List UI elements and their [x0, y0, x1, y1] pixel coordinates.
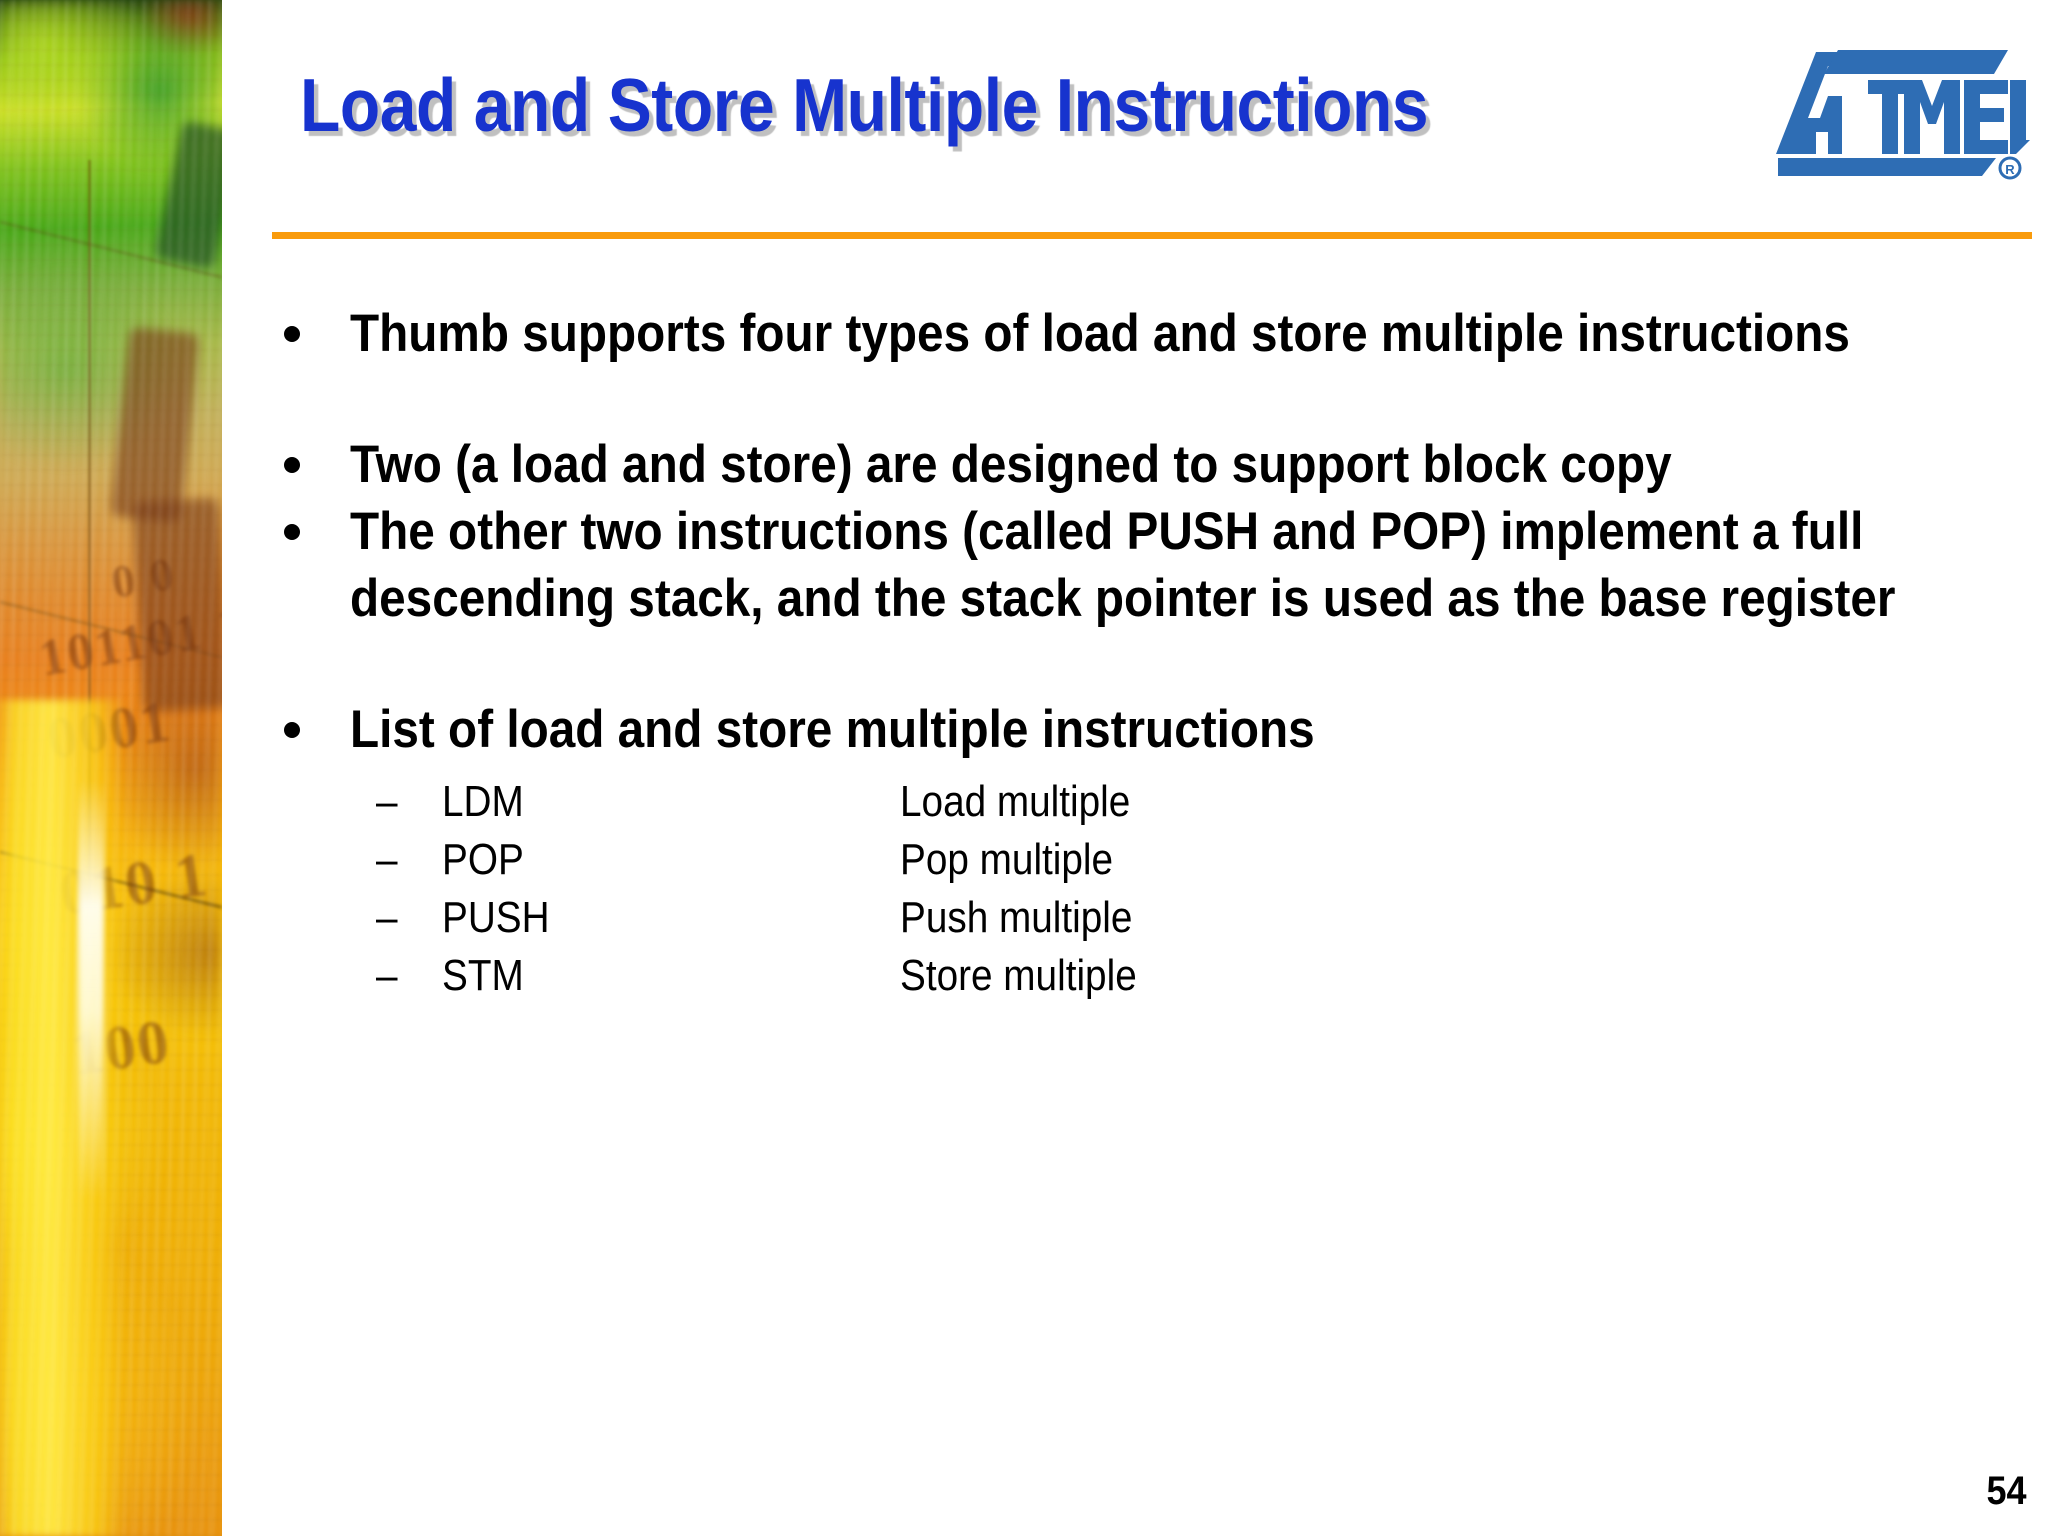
- strip-yellow-ribbon: [0, 700, 125, 1536]
- spacer: [272, 367, 2032, 431]
- instruction-mnemonic: LDM: [442, 777, 524, 826]
- bullet-text: Thumb supports four types of load and st…: [350, 304, 1850, 363]
- instruction-row: – PUSH Push multiple: [272, 889, 2032, 947]
- instruction-list: – LDM Load multiple – POP Pop multiple –…: [272, 773, 2032, 1005]
- instruction-mnemonic: POP: [442, 835, 524, 884]
- bullet-item: Two (a load and store) are designed to s…: [272, 431, 2032, 498]
- atmel-logo: R: [1772, 44, 2030, 180]
- bullet-text: The other two instructions (called PUSH …: [350, 502, 1896, 628]
- slide-body: Thumb supports four types of load and st…: [272, 300, 2032, 1005]
- bullet-text: Two (a load and store) are designed to s…: [350, 435, 1672, 494]
- bullet-text: List of load and store multiple instruct…: [350, 700, 1315, 759]
- strip-streak-texture: [0, 0, 222, 1536]
- decorative-photo-strip: 0 0 101101 1001 0001 010 1 100: [0, 0, 222, 1536]
- instruction-mnemonic: PUSH: [442, 893, 550, 942]
- bullet-item: Thumb supports four types of load and st…: [272, 300, 2032, 367]
- dash-marker: –: [376, 951, 398, 1000]
- bullet-dot-icon: [284, 524, 300, 540]
- strip-scribe-line: [88, 160, 91, 920]
- title-divider-rule: [272, 232, 2032, 239]
- instruction-description: Pop multiple: [900, 835, 1114, 884]
- instruction-description: Push multiple: [900, 893, 1133, 942]
- instruction-description: Load multiple: [900, 777, 1131, 826]
- bullet-dot-icon: [284, 722, 300, 738]
- bullet-dot-icon: [284, 326, 300, 342]
- strip-highlight-band: [78, 780, 104, 1200]
- page-number: 54: [1985, 1469, 2026, 1513]
- registered-trademark-icon: R: [1998, 156, 2022, 180]
- instruction-description: Store multiple: [900, 951, 1137, 1000]
- instruction-row: – POP Pop multiple: [272, 831, 2032, 889]
- instruction-mnemonic: STM: [442, 951, 524, 1000]
- instruction-row: – LDM Load multiple: [272, 773, 2032, 831]
- dash-marker: –: [376, 777, 398, 826]
- dash-marker: –: [376, 835, 398, 884]
- bullet-item: The other two instructions (called PUSH …: [272, 498, 2032, 632]
- bullet-item: List of load and store multiple instruct…: [272, 696, 2032, 763]
- svg-text:R: R: [2005, 162, 2015, 177]
- spacer: [272, 632, 2032, 696]
- page-title: Load and Store Multiple Instructions: [300, 63, 1429, 147]
- instruction-row: – STM Store multiple: [272, 947, 2032, 1005]
- dash-marker: –: [376, 893, 398, 942]
- bullet-dot-icon: [284, 457, 300, 473]
